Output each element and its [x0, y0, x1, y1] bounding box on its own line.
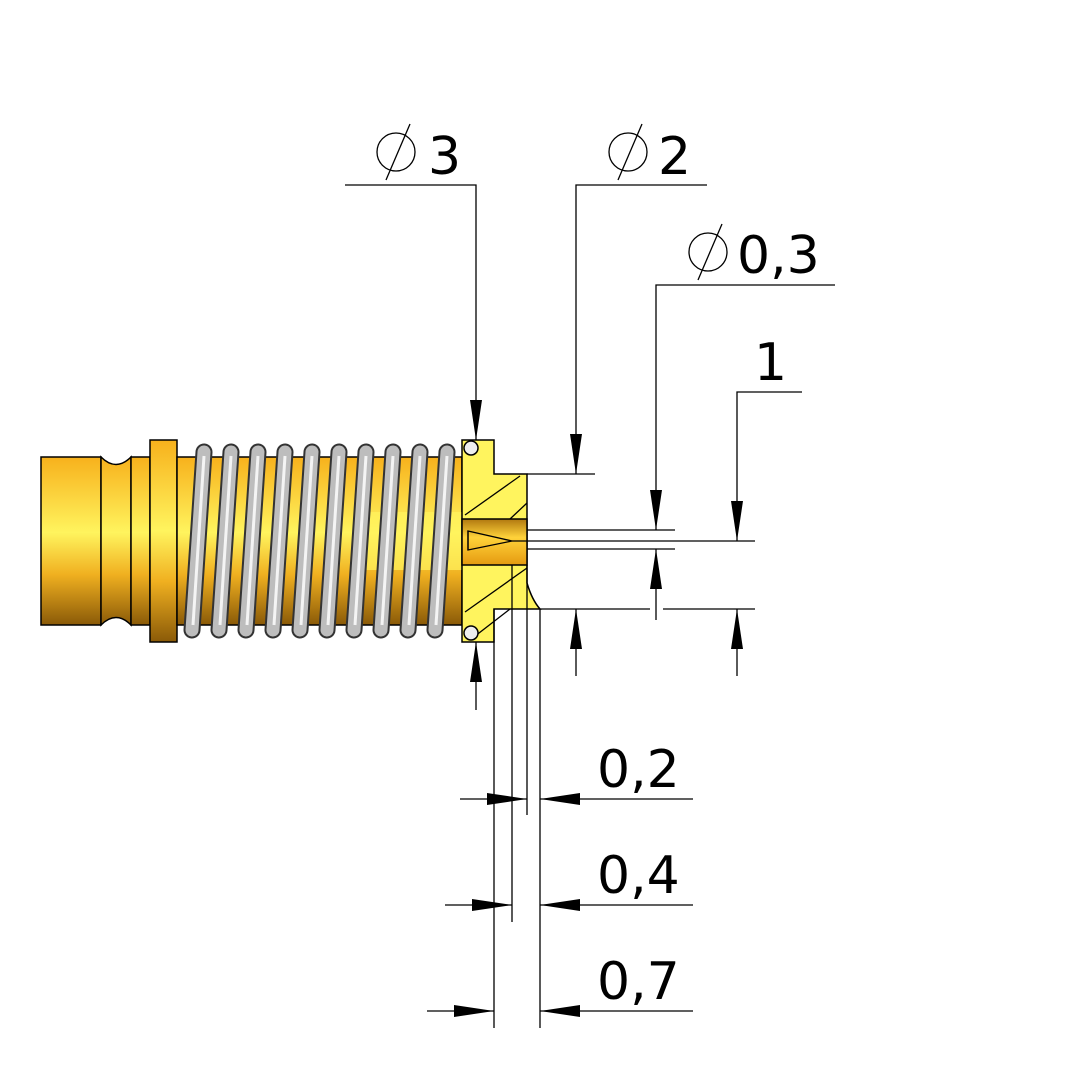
length-0-7-label: 0,7	[597, 952, 680, 1012]
spring-coil-highlight	[353, 455, 368, 626]
diameter-icon	[608, 123, 648, 181]
length-0-4-label: 0,4	[597, 846, 680, 906]
diameter-icon	[688, 223, 728, 281]
spring-coil-highlight	[326, 455, 341, 626]
spring-coil-highlight	[191, 455, 206, 626]
diameter-2-label: 2	[608, 123, 691, 187]
spring-coil-highlight	[380, 455, 395, 626]
spring-coil-highlight	[272, 455, 287, 626]
diameter-3-label: 3	[376, 123, 461, 187]
diameter-0-3-label: 0,3	[688, 223, 820, 286]
dim-value: 2	[658, 127, 691, 187]
dim-value: 3	[428, 127, 461, 187]
height-label: 1	[754, 333, 787, 393]
section-insulator	[461, 439, 542, 643]
length-0-2-label: 0,2	[597, 740, 680, 800]
diameter-icon	[376, 123, 416, 181]
spring-coil-highlight	[218, 455, 233, 626]
spring-coil-highlight	[407, 455, 422, 626]
spring-coil-highlight	[434, 455, 449, 626]
spring-coil-highlight	[299, 455, 314, 626]
spring	[183, 443, 456, 639]
spring-coil-highlight	[245, 455, 260, 626]
dimension-lines	[345, 184, 835, 1028]
dim-value: 0,3	[737, 226, 820, 286]
